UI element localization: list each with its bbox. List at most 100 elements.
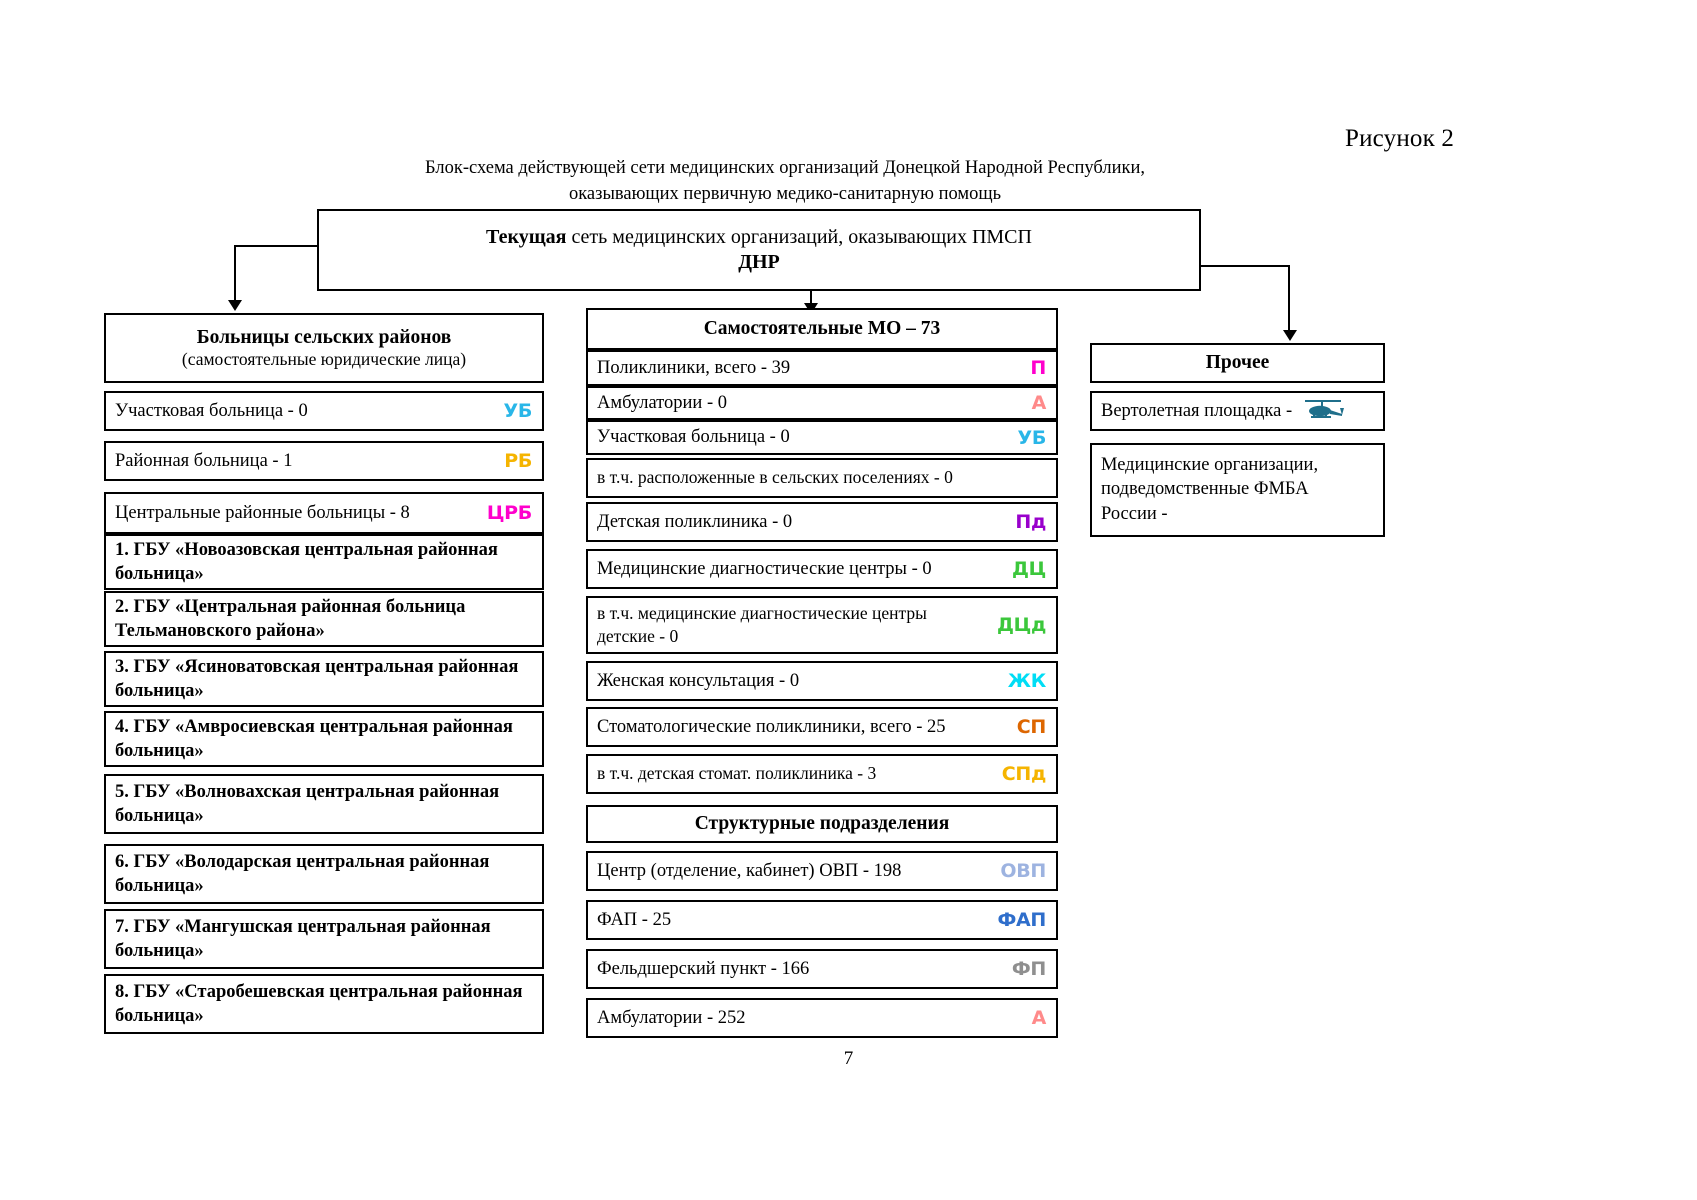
badge-ub: УБ <box>503 400 532 422</box>
hospital-item-2-label: 2. ГБУ «Центральная районная больница Те… <box>115 596 466 641</box>
hospital-item-1-label: 1. ГБУ «Новоазовская центральная районна… <box>115 539 498 584</box>
connector-right-horizontal <box>1201 265 1290 267</box>
hospital-item-4: 4. ГБУ «Амвросиевская центральная районн… <box>104 711 544 767</box>
center-subheader-label: Структурные подразделения <box>694 813 950 835</box>
center-row-womens-clinic-label: Женская консультация - 0 <box>597 670 800 691</box>
right-row-fmba-text: Медицинские организации, подведомственны… <box>1092 445 1383 526</box>
center-header-label: Самостоятельные МО – 73 <box>703 318 941 340</box>
center-row-dental-children: в т.ч. детская стомат. поликлиника - 3 С… <box>586 754 1058 794</box>
title-line-2: оказывающих первичную медико-санитарную … <box>568 184 1002 205</box>
hospital-item-8: 8. ГБУ «Старобешевская центральная район… <box>104 974 544 1034</box>
center-row-ambulatory-label: Амбулатории - 0 <box>597 392 727 413</box>
right-row-helipad: Вертолетная площадка - <box>1090 391 1385 431</box>
hospital-item-5: 5. ГБУ «Волновахская центральная районна… <box>104 774 544 834</box>
center-row-children-polyclinic-label: Детская поликлиника - 0 <box>597 511 793 532</box>
right-header-label: Прочее <box>1205 352 1270 374</box>
title-line-1: Блок-схема действующей сети медицинских … <box>424 158 1145 178</box>
center-row-polyclinics: Поликлиники, всего - 39 П <box>586 350 1058 386</box>
badge-dcd: ДЦд <box>997 614 1046 636</box>
center-row-ambulatory: Амбулатории - 0 А <box>586 386 1058 420</box>
center-sub-row-ovp: Центр (отделение, кабинет) ОВП - 198 ОВП <box>586 851 1058 891</box>
hospital-item-6: 6. ГБУ «Володарская центральная районная… <box>104 844 544 904</box>
fmba-line-2: подведомственные ФМБА <box>1101 479 1309 500</box>
center-row-dental-children-label: в т.ч. детская стомат. поликлиника - 3 <box>597 763 877 784</box>
fmba-line-3: России - <box>1101 503 1168 524</box>
badge-ub-center: УБ <box>1017 426 1046 449</box>
center-sub-row-fap: ФАП - 25 ФАП <box>586 900 1058 940</box>
badge-fap: ФАП <box>997 909 1046 931</box>
right-row-helipad-label: Вертолетная площадка - <box>1101 400 1293 421</box>
left-header-subtitle: (самостоятельные юридические лица) <box>181 348 467 369</box>
center-row-diag-centers-label: Медицинские диагностические центры - 0 <box>597 558 932 579</box>
left-row-rb: Районная больница - 1 РБ <box>104 441 544 481</box>
left-row-ub-label: Участковая больница - 0 <box>115 400 308 421</box>
center-row-diag-centers-children-label: в т.ч. медицинские диагностические центр… <box>597 602 927 646</box>
center-sub-row-fp: Фельдшерский пункт - 166 ФП <box>586 949 1058 989</box>
left-row-crb: Центральные районные больницы - 8 ЦРБ <box>104 492 544 534</box>
center-sub-row-ambulatory-label: Амбулатории - 252 <box>597 1007 746 1028</box>
main-network-rest: сеть медицинских организаций, оказывающи… <box>566 226 1032 248</box>
left-column-header: Больницы сельских районов (самостоятельн… <box>104 313 544 383</box>
badge-pd: Пд <box>1015 511 1046 533</box>
hospital-item-6-label: 6. ГБУ «Володарская центральная районная… <box>115 851 490 896</box>
page-number: 7 <box>843 1048 854 1069</box>
center-row-polyclinics-label: Поликлиники, всего - 39 <box>597 357 791 378</box>
connector-left-horizontal <box>234 245 319 247</box>
center-row-rural: в т.ч. расположенные в сельских поселени… <box>586 458 1058 498</box>
badge-p: П <box>1030 357 1046 379</box>
figure-label: Рисунок 2 <box>1345 125 1455 152</box>
connector-left-vertical <box>234 245 236 305</box>
badge-a-sub: А <box>1031 1007 1047 1029</box>
badge-a: А <box>1031 392 1047 414</box>
center-sub-row-ambulatory: Амбулатории - 252 А <box>586 998 1058 1038</box>
center-row-diag-centers-children: в т.ч. медицинские диагностические центр… <box>586 596 1058 654</box>
center-subheader: Структурные подразделения <box>586 805 1058 843</box>
diagram-title: Блок-схема действующей сети медицинских … <box>335 155 1235 208</box>
center-column-header: Самостоятельные МО – 73 <box>586 308 1058 350</box>
fmba-line-1: Медицинские организации, <box>1101 455 1319 475</box>
hospital-item-2: 2. ГБУ «Центральная районная больница Те… <box>104 591 544 647</box>
center-row-rural-label: в т.ч. расположенные в сельских поселени… <box>597 467 953 488</box>
center-row-dental: Стоматологические поликлиники, всего - 2… <box>586 707 1058 747</box>
center-row-district-hospital: Участковая больница - 0 УБ <box>586 420 1058 455</box>
badge-dc: ДЦ <box>1012 558 1046 580</box>
badge-rb: РБ <box>504 450 532 472</box>
center-row-district-hospital-label: Участковая больница - 0 <box>597 427 790 448</box>
center-sub-row-fap-label: ФАП - 25 <box>597 909 672 930</box>
connector-right-arrow <box>1283 330 1297 341</box>
center-sub-row-ovp-label: Центр (отделение, кабинет) ОВП - 198 <box>597 860 902 881</box>
center-row-dental-label: Стоматологические поликлиники, всего - 2… <box>597 716 946 737</box>
center-row-womens-clinic: Женская консультация - 0 ЖК <box>586 661 1058 701</box>
center-row-children-polyclinic: Детская поликлиника - 0 Пд <box>586 502 1058 542</box>
hospital-item-7: 7. ГБУ «Мангушская центральная районная … <box>104 909 544 969</box>
hospital-item-4-label: 4. ГБУ «Амвросиевская центральная районн… <box>115 716 513 761</box>
left-row-ub: Участковая больница - 0 УБ <box>104 391 544 431</box>
badge-fp: ФП <box>1011 958 1046 980</box>
center-row-diag-centers: Медицинские диагностические центры - 0 Д… <box>586 549 1058 589</box>
connector-left-arrow <box>228 300 242 311</box>
main-network-line-2: ДНР <box>738 251 780 273</box>
badge-crb: ЦРБ <box>486 502 532 524</box>
hospital-item-5-label: 5. ГБУ «Волновахская центральная районна… <box>115 781 500 826</box>
right-row-fmba: Медицинские организации, подведомственны… <box>1090 443 1385 537</box>
connector-center-vertical <box>810 291 812 308</box>
right-column-header: Прочее <box>1090 343 1385 383</box>
main-network-bold: Текущая <box>486 226 567 248</box>
badge-sp: СП <box>1016 716 1047 738</box>
hospital-item-3: 3. ГБУ «Ясиноватовская центральная район… <box>104 651 544 707</box>
hospital-item-8-label: 8. ГБУ «Старобешевская центральная район… <box>115 981 523 1026</box>
main-network-box: Текущая сеть медицинских организаций, ок… <box>317 209 1201 291</box>
left-header-title: Больницы сельских районов <box>196 326 452 348</box>
left-row-rb-label: Районная больница - 1 <box>115 450 293 471</box>
hospital-item-3-label: 3. ГБУ «Ясиноватовская центральная район… <box>115 656 519 701</box>
badge-ovp: ОВП <box>1000 860 1046 882</box>
main-network-line-1: Текущая сеть медицинских организаций, ок… <box>486 226 1032 249</box>
center-sub-row-fp-label: Фельдшерский пункт - 166 <box>597 958 810 979</box>
badge-spd: СПд <box>1001 763 1047 785</box>
hospital-item-1: 1. ГБУ «Новоазовская центральная районна… <box>104 534 544 590</box>
helicopter-icon <box>1301 396 1345 427</box>
badge-zhk: ЖК <box>1007 670 1047 692</box>
left-row-crb-label: Центральные районные больницы - 8 <box>115 502 410 523</box>
connector-right-vertical <box>1288 265 1290 337</box>
